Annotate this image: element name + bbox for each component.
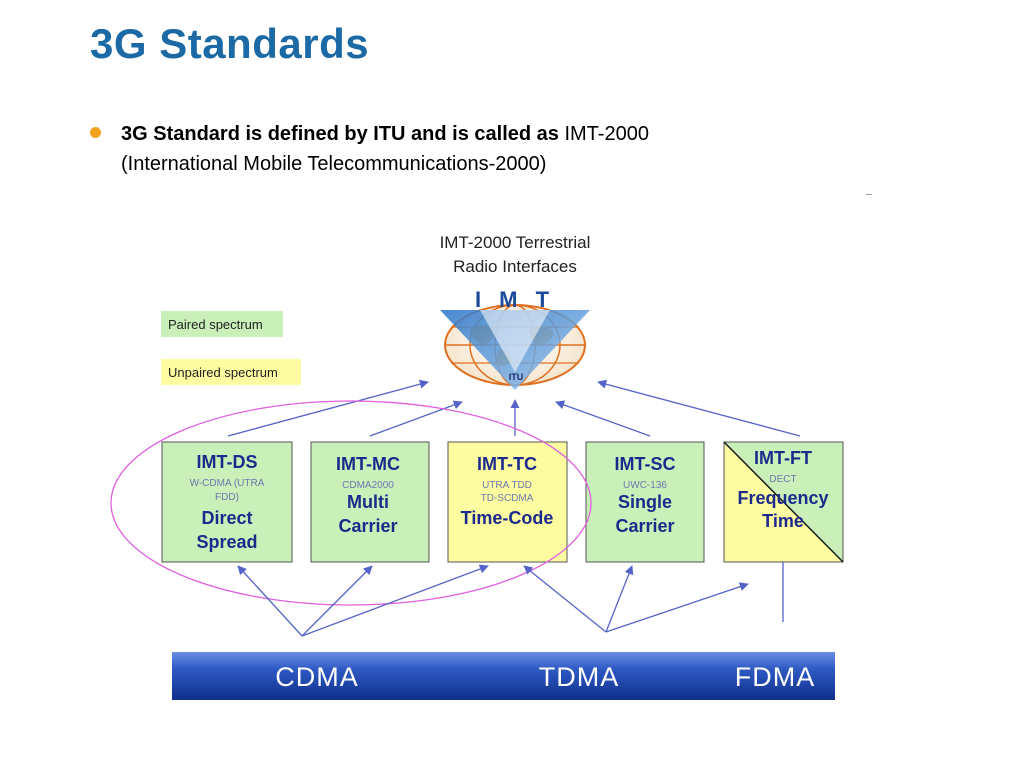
legend-unpaired-swatch (161, 359, 301, 385)
box-main2: Carrier (338, 516, 397, 536)
bullet-line2: (International Mobile Telecommunications… (121, 153, 547, 175)
diagram-heading-line1: IMT-2000 Terrestrial (440, 233, 591, 252)
box-title: IMT-MC (336, 454, 400, 474)
bar-label-tdma: TDMA (539, 662, 620, 692)
box-main1: Single (618, 492, 672, 512)
box-sub2: FDD) (215, 492, 239, 503)
bullet-bold-text: 3G Standard is defined by ITU and is cal… (121, 123, 559, 145)
bar-label-fdma: FDMA (735, 662, 816, 692)
legend: Paired spectrum Unpaired spectrum (161, 311, 301, 385)
slide-title: 3G Standards (90, 20, 370, 67)
bar-label-cdma: CDMA (275, 662, 359, 692)
box-main1: Time-Code (461, 508, 554, 528)
arrow-tdma-to-tc (523, 565, 607, 633)
logo-letters: I M T (475, 287, 555, 312)
box-title: IMT-DS (197, 452, 258, 472)
arrow-tdma-to-sc (605, 565, 634, 633)
box-imt-sc: IMT-SC UWC-136 Single Carrier (585, 441, 705, 563)
box-sub1: CDMA2000 (342, 480, 394, 491)
box-sub1: UWC-136 (623, 480, 667, 491)
box-title: IMT-TC (477, 454, 537, 474)
bullet-text: 3G Standard is defined by ITU and is cal… (121, 119, 841, 179)
stray-mark (866, 194, 872, 195)
box-main2: Spread (196, 532, 257, 552)
arrow-sc-to-logo (555, 400, 651, 437)
legend-unpaired-label: Unpaired spectrum (168, 365, 278, 380)
box-sub1: W-CDMA (UTRA (190, 478, 265, 489)
box-imt-ft: IMT-FT DECT Frequency Time (723, 441, 844, 563)
box-imt-mc: IMT-MC CDMA2000 Multi Carrier (310, 441, 430, 563)
bullet-normal-text: IMT-2000 (558, 123, 649, 145)
upward-arrows (227, 379, 801, 437)
box-sub1: DECT (769, 474, 796, 485)
box-main2: Time (762, 511, 804, 531)
arrow-ft-to-logo (597, 379, 801, 437)
legend-paired-swatch (161, 311, 283, 337)
logo-org: ITU (509, 372, 524, 382)
box-title: IMT-FT (754, 448, 812, 468)
box-main1: Multi (347, 492, 389, 512)
itu-logo-icon: I M T ITU (440, 287, 590, 390)
box-main2: Carrier (615, 516, 674, 536)
box-main1: Direct (201, 508, 252, 528)
arrow-cdma-to-mc (301, 565, 373, 637)
bullet-icon (90, 127, 101, 138)
box-title: IMT-SC (615, 454, 676, 474)
box-imt-ds: IMT-DS W-CDMA (UTRA FDD) Direct Spread (161, 441, 293, 563)
box-main1: Frequency (737, 488, 828, 508)
box-imt-tc: IMT-TC UTRA TDD TD-SCDMA Time-Code (447, 441, 568, 563)
box-sub2: TD-SCDMA (481, 493, 534, 504)
box-sub1: UTRA TDD (482, 480, 532, 491)
arrow-ds-to-logo (227, 379, 429, 437)
legend-paired-label: Paired spectrum (168, 317, 263, 332)
access-technology-bar: CDMA TDMA FDMA (172, 652, 835, 700)
diagram-heading-line2: Radio Interfaces (453, 257, 577, 276)
downward-arrows (237, 562, 784, 637)
arrow-tdma-to-ft (605, 582, 749, 633)
arrow-mc-to-logo (369, 400, 463, 437)
arrow-cdma-to-tc (301, 564, 489, 637)
arrow-cdma-to-ds (237, 565, 303, 637)
cdma-grouping-ellipse (110, 400, 592, 606)
